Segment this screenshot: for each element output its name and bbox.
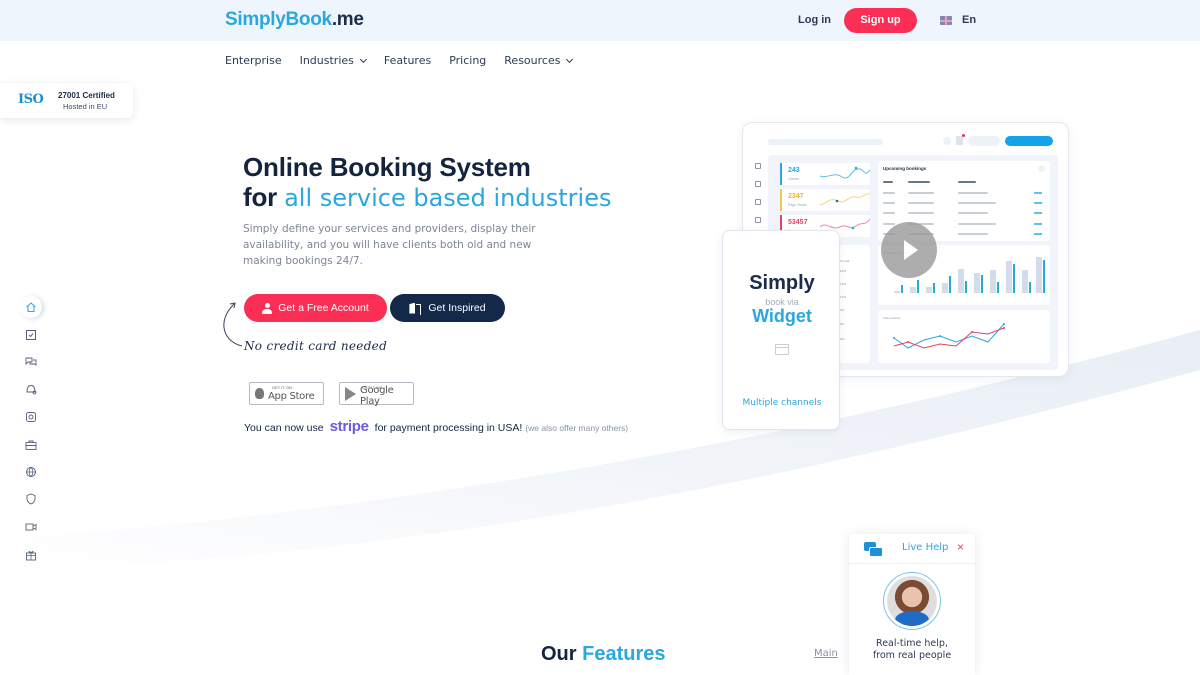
- login-link[interactable]: Log in: [798, 14, 831, 26]
- live-help-header: Live Help ×: [849, 534, 975, 564]
- app-store-badge[interactable]: GET IT ON App Store: [249, 382, 324, 405]
- chat-icon[interactable]: [20, 351, 42, 373]
- door-icon: [409, 303, 422, 315]
- features-heading: Our Features: [541, 643, 666, 665]
- main-nav: Enterprise Industries Features Pricing R…: [225, 54, 590, 67]
- briefcase-icon[interactable]: [20, 434, 42, 456]
- hero-title-line2: for all service based industries: [243, 182, 612, 212]
- google-play-icon: [345, 386, 356, 401]
- language-selector[interactable]: En: [962, 14, 977, 26]
- background-swoosh: [0, 330, 1200, 570]
- stripe-notice: You can now use stripe for payment proce…: [244, 418, 629, 435]
- google-play-badge[interactable]: GET IT ON Google Play: [339, 382, 414, 407]
- support-agent-avatar: [883, 572, 941, 630]
- home-icon[interactable]: [20, 296, 42, 318]
- simplybook-logo[interactable]: SimplyBook.me: [225, 9, 364, 30]
- dash-nav-icon: [755, 163, 761, 169]
- signup-button[interactable]: Sign up: [844, 8, 917, 33]
- apple-icon: [255, 388, 264, 399]
- dash-nav-icon: [755, 181, 761, 187]
- nav-resources[interactable]: Resources: [504, 54, 574, 67]
- nav-pricing[interactable]: Pricing: [449, 54, 487, 67]
- hero-title-accent: all service based industries: [284, 184, 612, 212]
- uk-flag-icon[interactable]: [940, 16, 952, 25]
- dash-nav-icon: [755, 199, 761, 205]
- gift-icon[interactable]: [20, 544, 42, 566]
- features-main-tab[interactable]: Main: [814, 648, 838, 659]
- nav-industries[interactable]: Industries: [300, 54, 367, 67]
- close-icon[interactable]: ×: [957, 540, 965, 554]
- globe-icon[interactable]: [20, 461, 42, 483]
- iso-logo-icon: ISO: [18, 92, 44, 107]
- chevron-down-icon: [359, 55, 367, 63]
- iso-hosted-label: Hosted in EU: [63, 102, 108, 111]
- shield-icon[interactable]: [20, 488, 42, 510]
- stat-card: 2347 Page Views: [780, 189, 870, 211]
- nav-enterprise[interactable]: Enterprise: [225, 54, 282, 67]
- notification-icon: [956, 134, 965, 145]
- live-help-title[interactable]: Live Help: [902, 542, 949, 553]
- get-inspired-button[interactable]: Get Inspired: [390, 294, 505, 322]
- user-icon: [262, 302, 273, 314]
- top-header: SimplyBook.me Log in Sign up En: [0, 0, 1200, 41]
- hero-title-line1: Online Booking System: [243, 152, 531, 182]
- stat-card: 243 Clients: [780, 163, 870, 185]
- browser-window-icon: [775, 344, 789, 355]
- client-activity-chart: Client activity: [878, 310, 1050, 363]
- curved-arrow-icon: [223, 302, 243, 347]
- bell-settings-icon[interactable]: [20, 378, 42, 400]
- chevron-down-icon: [566, 55, 574, 63]
- hero-description: Simply define your services and provider…: [243, 223, 536, 267]
- dash-nav-icon: [755, 217, 761, 223]
- widget-card[interactable]: Simply book via Widget Multiple channels: [722, 230, 840, 430]
- no-credit-card-note: No credit card needed: [244, 339, 388, 353]
- multiple-channels-link[interactable]: Multiple channels: [742, 398, 822, 408]
- dashboard-search-bar: [768, 139, 883, 145]
- live-help-widget[interactable]: Live Help × Real-time help, from real pe…: [849, 534, 975, 675]
- stripe-logo[interactable]: stripe: [329, 418, 369, 435]
- instagram-icon[interactable]: [20, 406, 42, 428]
- video-play-button[interactable]: [881, 222, 937, 278]
- nav-features[interactable]: Features: [383, 54, 432, 67]
- chat-bubbles-icon: [864, 542, 883, 557]
- get-free-account-button[interactable]: Get a Free Account: [244, 294, 387, 322]
- checkbox-icon[interactable]: [20, 324, 42, 346]
- iso-certification-badge[interactable]: ISO 27001 Certified Hosted in EU: [0, 83, 133, 118]
- iso-certified-label: 27001 Certified: [58, 91, 115, 100]
- video-icon[interactable]: [20, 516, 42, 538]
